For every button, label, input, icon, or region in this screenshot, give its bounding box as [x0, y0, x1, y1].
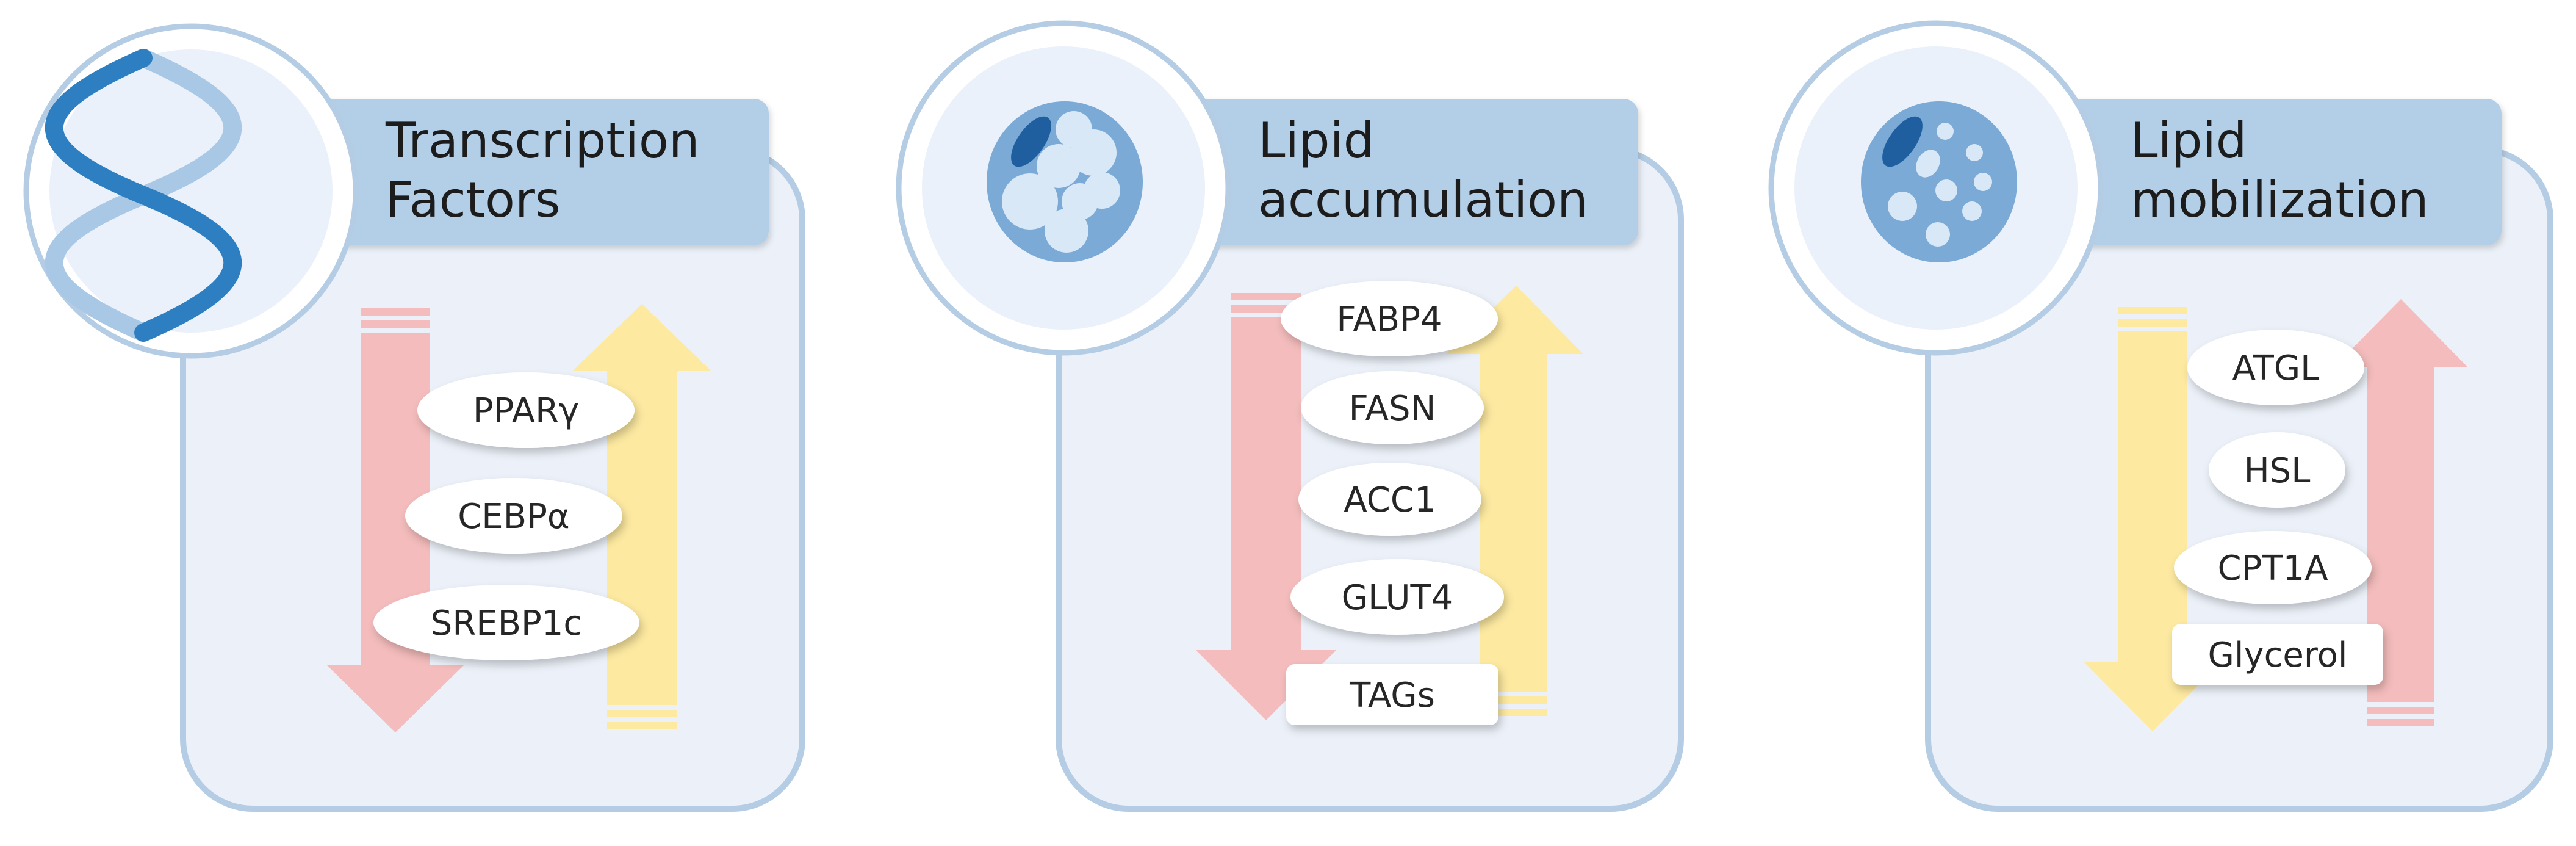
- gene-label: CEBPα: [458, 497, 570, 537]
- metabolite-box: TAGs: [1286, 664, 1498, 725]
- metabolite-label: TAGs: [1349, 676, 1435, 715]
- panel-title: Lipid: [2131, 112, 2247, 169]
- panel-lipid-mobilization: Lipid mobilization: [1768, 20, 2553, 812]
- gene-pill: ATGL: [2187, 330, 2364, 405]
- panel-transcription-factors: Transcription Factors PPARγ: [23, 23, 805, 812]
- panel-title: Transcription: [385, 112, 700, 169]
- gene-label: ACC1: [1344, 480, 1436, 520]
- panel-header: [2062, 99, 2502, 245]
- small-droplet-cell-icon: [1861, 101, 2017, 262]
- panel-title: Lipid: [1258, 112, 1375, 169]
- gene-pill: HSL: [2209, 432, 2345, 508]
- panel-title: accumulation: [1258, 172, 1588, 228]
- panel-title: Factors: [386, 172, 561, 228]
- gene-label: SREBP1c: [431, 604, 582, 643]
- up-arrow: [2334, 299, 2468, 726]
- icon-badge: [23, 23, 359, 359]
- metabolite-box: Glycerol: [2172, 624, 2383, 685]
- panel-header: [1190, 99, 1638, 245]
- gene-pill: PPARγ: [417, 372, 635, 448]
- gene-pill: CPT1A: [2174, 531, 2372, 604]
- gene-pill: SREBP1c: [373, 585, 639, 660]
- gene-pill: CEBPα: [405, 478, 622, 554]
- dna-helix-icon: [45, 49, 242, 342]
- gene-label: ATGL: [2232, 349, 2320, 388]
- panel-title: mobilization: [2131, 172, 2429, 228]
- gene-pill: GLUT4: [1290, 559, 1504, 635]
- gene-label: CPT1A: [2217, 549, 2328, 588]
- metabolite-label: Glycerol: [2208, 635, 2348, 675]
- panel-lipid-accumulation: Lipid accumulation: [896, 20, 1684, 812]
- gene-label: FABP4: [1336, 300, 1442, 339]
- gene-label: GLUT4: [1342, 578, 1453, 618]
- gene-label: PPARγ: [473, 391, 579, 431]
- gene-label: HSL: [2244, 451, 2311, 491]
- panel-header: [317, 99, 769, 245]
- gene-label: FASN: [1349, 389, 1436, 428]
- gene-pill: FABP4: [1281, 281, 1498, 356]
- lipid-droplet-cell-icon: [987, 101, 1143, 262]
- gene-pill: ACC1: [1298, 463, 1481, 536]
- gene-pill: FASN: [1301, 371, 1484, 444]
